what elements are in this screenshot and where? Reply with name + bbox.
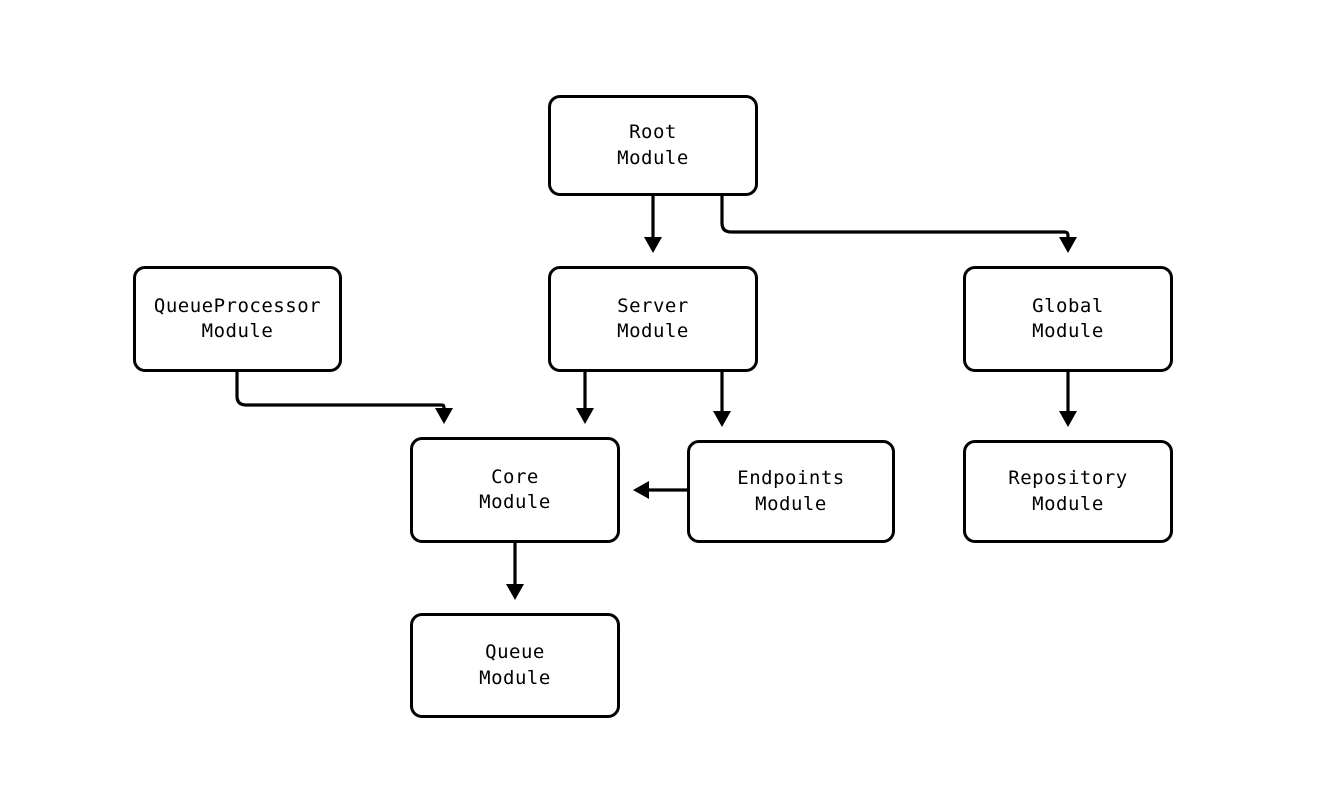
arrowhead-global-repository bbox=[1059, 411, 1077, 427]
node-queueprocessor[interactable]: QueueProcessor Module bbox=[133, 266, 342, 372]
edge-server-core bbox=[576, 372, 594, 424]
node-core[interactable]: Core Module bbox=[410, 437, 620, 543]
edge-endpoints-core bbox=[633, 481, 687, 499]
arrowhead-server-core bbox=[576, 408, 594, 424]
edge-global-repository bbox=[1059, 372, 1077, 427]
node-queueprocessor-label: QueueProcessor Module bbox=[153, 294, 322, 342]
node-global-label: Global Module bbox=[1032, 294, 1104, 342]
node-core-label: Core Module bbox=[479, 465, 551, 513]
edge-root-server bbox=[644, 196, 662, 253]
node-endpoints-label: Endpoints Module bbox=[737, 467, 845, 515]
node-queue-label: Queue Module bbox=[479, 641, 551, 689]
node-endpoints[interactable]: Endpoints Module bbox=[687, 440, 895, 543]
arrowhead-root-server bbox=[644, 237, 662, 253]
node-global[interactable]: Global Module bbox=[963, 266, 1173, 372]
arrowhead-queueprocessor-core bbox=[435, 408, 453, 424]
arrowhead-endpoints-core bbox=[633, 481, 649, 499]
arrowhead-core-queue bbox=[506, 584, 524, 600]
node-server-label: Server Module bbox=[617, 294, 689, 342]
arrowhead-server-endpoints bbox=[713, 411, 731, 427]
edge-queueprocessor-core bbox=[235, 372, 453, 424]
node-repository[interactable]: Repository Module bbox=[963, 440, 1173, 543]
node-root-label: Root Module bbox=[617, 121, 689, 169]
arrowhead-root-global bbox=[1059, 237, 1077, 253]
edge-server-endpoints bbox=[713, 372, 731, 427]
node-repository-label: Repository Module bbox=[1008, 467, 1128, 515]
node-queue[interactable]: Queue Module bbox=[410, 613, 620, 718]
node-server[interactable]: Server Module bbox=[548, 266, 758, 372]
node-root[interactable]: Root Module bbox=[548, 95, 758, 196]
edge-core-queue bbox=[506, 543, 524, 600]
edge-root-global bbox=[720, 196, 1077, 253]
